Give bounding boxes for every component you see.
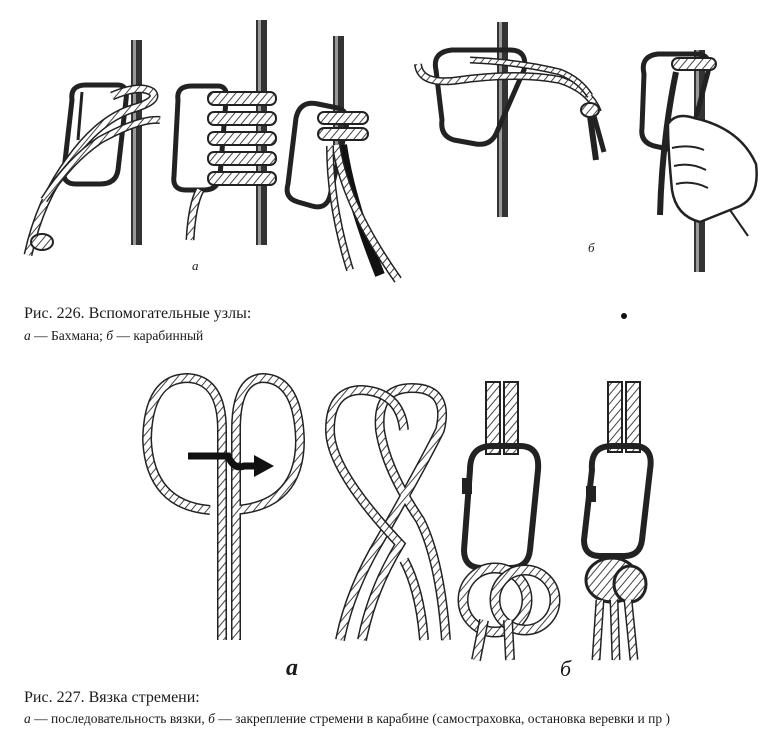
carabiner-icon [460, 443, 542, 571]
fig226-legend-letter-b: б [106, 328, 114, 343]
fig226-b-illustration [414, 22, 758, 272]
hand-icon [666, 114, 758, 224]
fig226-label-b: б [588, 240, 595, 255]
fig226-caption: Рис. 226. Вспомогательные узлы: [24, 305, 252, 322]
rope [607, 381, 623, 453]
fig227-b-illustration [457, 381, 654, 661]
fig227-label-a: а [286, 655, 298, 681]
fig227-legend-letter-a: а [24, 711, 31, 726]
fig227-legend-text-a: — последовательность вязки, [30, 711, 209, 726]
fig227-caption: Рис. 227. Вязка стремени: [24, 689, 200, 706]
fig226-legend-text-b: — карабинный [113, 328, 204, 343]
stopper-knot-icon [30, 233, 54, 251]
fig227-legend-letter-b: б [208, 711, 215, 726]
fig227-legend: а — последовательность вязки, б — закреп… [24, 710, 764, 727]
fig226-legend-text-a: — Бахмана; [30, 328, 107, 343]
arrow-icon [188, 452, 256, 471]
fig226-legend: а — Бахмана; б — карабинный [24, 328, 203, 344]
rope [485, 381, 501, 455]
ink-speck [621, 313, 627, 319]
carabiner-icon [432, 47, 528, 147]
rope-loop-left [141, 372, 227, 640]
fig227-a-illustration [141, 372, 451, 641]
fig226-a-illustration [23, 20, 402, 283]
rope [415, 63, 601, 113]
carabiner-icon [580, 443, 654, 559]
pole [333, 36, 344, 156]
rope-wraps [207, 91, 277, 186]
fig227-label-b: б [560, 656, 572, 681]
carabiner-icon [61, 82, 129, 187]
fig226-label-a: а [192, 258, 199, 273]
stopper-knot-icon [580, 102, 600, 118]
fig227-legend-text-b: — закрепление стремени в карабине (самос… [214, 711, 670, 726]
fig226-legend-letter-a: а [24, 328, 31, 343]
pole [131, 40, 142, 245]
